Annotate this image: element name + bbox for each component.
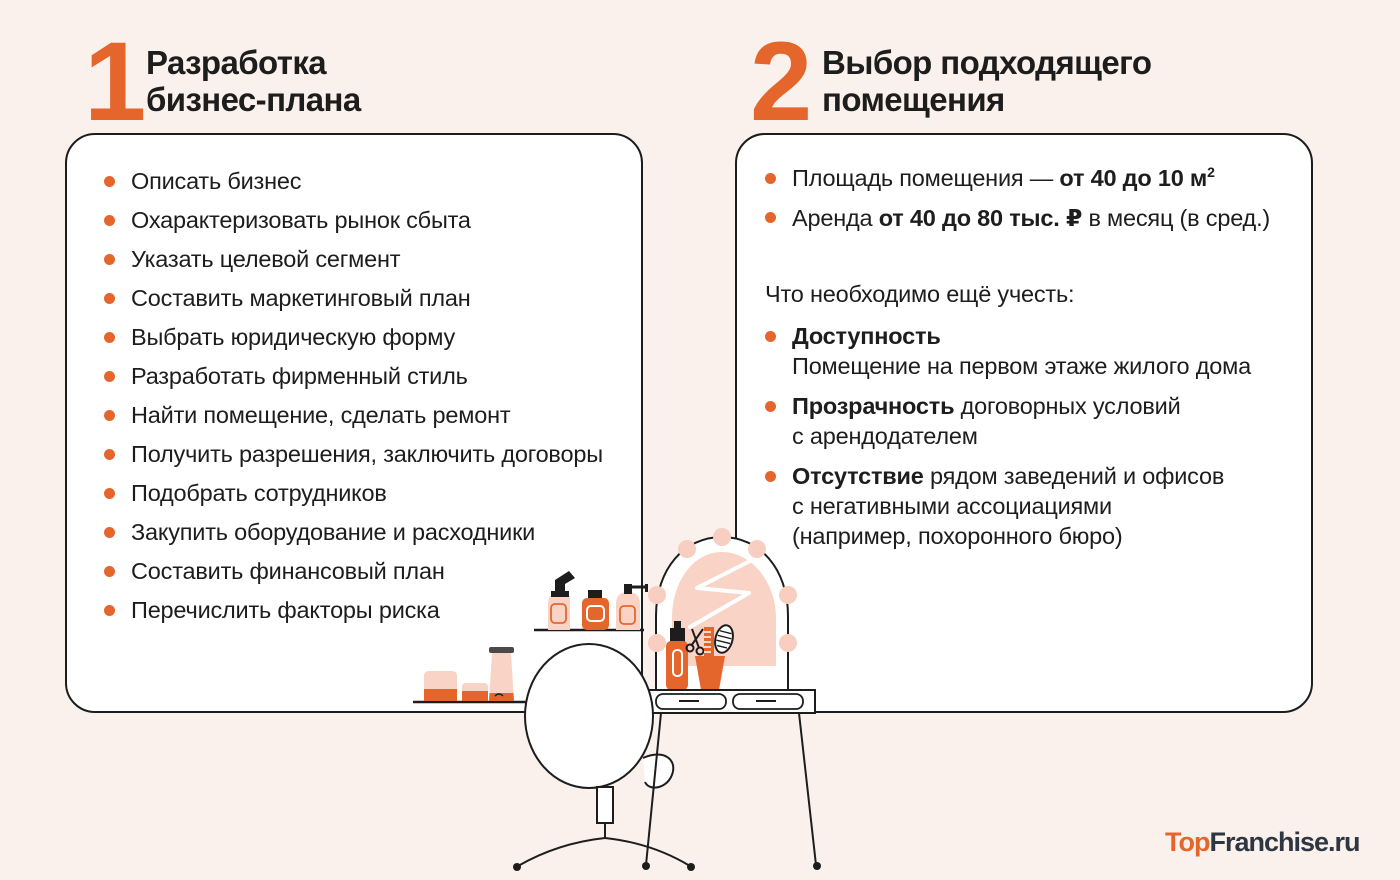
section1-title-line1: Разработка (146, 44, 327, 81)
section1-title: Разработка бизнес-плана (146, 44, 361, 118)
list-item-text: Описать бизнес (131, 168, 302, 194)
bullet-icon (104, 254, 115, 265)
list-item: Перечислить факторы риска (104, 597, 627, 636)
bullet-icon (104, 215, 115, 226)
list-item: Площадь помещения — от 40 до 10 м2 (765, 165, 1301, 204)
list-item: Получить разрешения, заключить договоры (104, 441, 627, 480)
list-item-text: Охарактеризовать рынок сбыта (131, 207, 471, 233)
list-item: Прозрачность договорных условий с арендо… (765, 391, 1301, 451)
bullet-icon (104, 410, 115, 421)
list-item: Аренда от 40 до 80 тыс. ₽ в месяц (в сре… (765, 204, 1301, 243)
premises-facts: Площадь помещения — от 40 до 10 м2 Аренд… (737, 135, 1311, 243)
bullet-icon (765, 471, 776, 482)
bullet-icon (765, 212, 776, 223)
list-item: Выбрать юридическую форму (104, 324, 627, 363)
list-item: Разработать фирменный стиль (104, 363, 627, 402)
section1-title-line2: бизнес-плана (146, 81, 361, 118)
comb-icon (704, 627, 714, 659)
list-item-text: Перечислить факторы риска (131, 597, 440, 623)
bullet-icon (104, 371, 115, 382)
premises-card: Площадь помещения — от 40 до 10 м2 Аренд… (735, 133, 1313, 713)
logo-top-text: Top (1165, 827, 1210, 857)
section2-title-line1: Выбор подходящего (822, 44, 1152, 81)
tool-cup-icon (695, 656, 725, 690)
bullet-icon (765, 331, 776, 342)
consideration-accessibility: Доступность Помещение на первом этаже жи… (792, 323, 1251, 379)
consideration-transparency: Прозрачность договорных условий с арендо… (792, 393, 1181, 449)
leg-wheel (642, 862, 650, 870)
hair-brush-icon (714, 624, 734, 654)
list-item: Отсутствие рядом заведений и офисов с не… (765, 461, 1301, 551)
business-plan-checklist: Описать бизнес Охарактеризовать рынок сб… (67, 135, 641, 636)
scissors-icon (685, 628, 705, 656)
bullet-icon (104, 527, 115, 538)
bullet-icon (765, 401, 776, 412)
section2-title: Выбор подходящего помещения (822, 44, 1152, 118)
list-item: Охарактеризовать рынок сбыта (104, 207, 627, 246)
list-item-text: Указать целевой сегмент (131, 246, 401, 272)
business-plan-card: Описать бизнес Охарактеризовать рынок сб… (65, 133, 643, 713)
leg-wheel (813, 862, 821, 870)
list-item-text: Составить финансовый план (131, 558, 445, 584)
superscript: 2 (1207, 164, 1215, 180)
bullet-icon (104, 488, 115, 499)
section2-title-line2: помещения (822, 81, 1005, 118)
bullet-icon (765, 173, 776, 184)
topfranchise-logo: TopFranchise.ru (1165, 827, 1361, 858)
list-item-text: Получить разрешения, заключить договоры (131, 441, 603, 467)
list-item: Описать бизнес (104, 168, 627, 207)
table-legs (645, 712, 817, 866)
list-item-text: Подобрать сотрудников (131, 480, 387, 506)
bullet-icon (104, 176, 115, 187)
bullet-icon (104, 293, 115, 304)
list-item: Доступность Помещение на первом этаже жи… (765, 321, 1301, 381)
list-item: Закупить оборудование и расходники (104, 519, 627, 558)
list-item: Найти помещение, сделать ремонт (104, 402, 627, 441)
consideration-no-negative-neighbors: Отсутствие рядом заведений и офисов с не… (792, 463, 1225, 549)
bullet-icon (104, 449, 115, 460)
list-item: Составить маркетинговый план (104, 285, 627, 324)
logo-rest-text: Franchise.ru (1209, 827, 1360, 857)
consider-heading: Что необходимо ещё учесть: (765, 281, 1075, 307)
section2-number: 2 (750, 19, 812, 144)
bullet-icon (104, 605, 115, 616)
list-item: Составить финансовый план (104, 558, 627, 597)
considerations-list: Доступность Помещение на первом этаже жи… (737, 309, 1311, 551)
list-item-text: Найти помещение, сделать ремонт (131, 402, 511, 428)
section1-number: 1 (84, 19, 146, 144)
list-item-text: Разработать фирменный стиль (131, 363, 468, 389)
bullet-icon (104, 332, 115, 343)
list-item-text: Составить маркетинговый план (131, 285, 471, 311)
fact-rent: Аренда от 40 до 80 тыс. ₽ в месяц (в сре… (792, 205, 1271, 231)
list-item-text: Выбрать юридическую форму (131, 324, 456, 350)
list-item: Подобрать сотрудников (104, 480, 627, 519)
hairspray-can-icon (666, 621, 688, 690)
list-item-text: Закупить оборудование и расходники (131, 519, 536, 545)
fact-area: Площадь помещения — от 40 до 10 м2 (792, 164, 1215, 191)
list-item: Указать целевой сегмент (104, 246, 627, 285)
bullet-icon (104, 566, 115, 577)
